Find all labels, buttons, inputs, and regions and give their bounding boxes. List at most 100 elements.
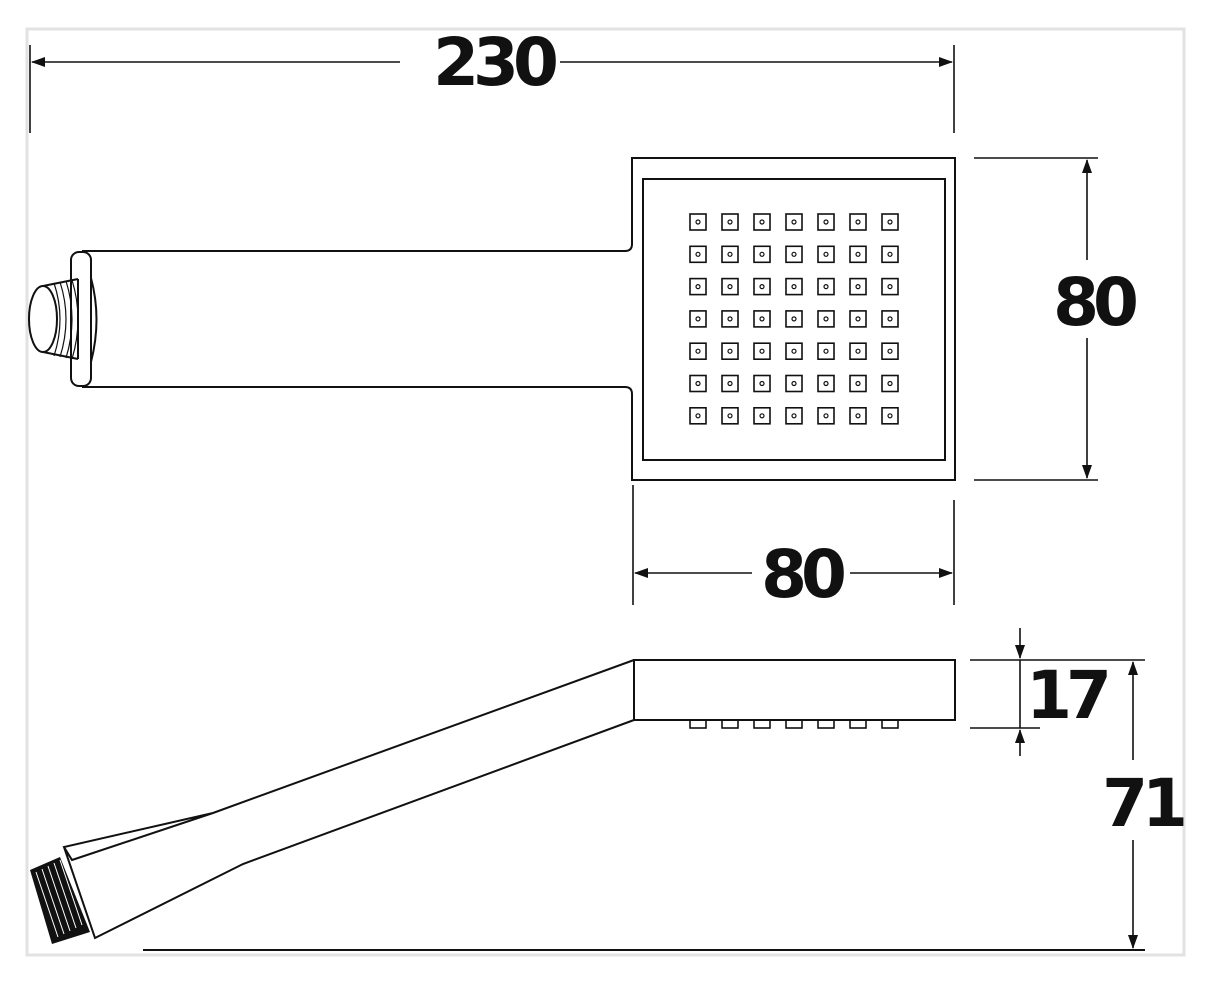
side-nozzle — [721, 719, 739, 729]
nozzle — [689, 310, 707, 328]
nozzle — [817, 374, 835, 393]
nozzle-hole — [759, 316, 765, 322]
nozzle — [753, 374, 771, 393]
top-view — [28, 157, 956, 481]
nozzle — [849, 342, 867, 361]
nozzle — [721, 406, 739, 425]
nozzle — [817, 245, 835, 264]
nozzle — [881, 406, 899, 425]
side-nozzle — [689, 719, 707, 729]
nozzle — [785, 374, 803, 393]
nozzle-hole — [887, 284, 893, 290]
nozzle-hole — [823, 316, 829, 322]
nozzle-hole — [759, 251, 765, 257]
nozzle-hole — [823, 348, 829, 354]
dim-label-total-length: 230 — [433, 24, 556, 101]
nozzle-hole — [855, 380, 861, 387]
nozzle-hole — [759, 380, 765, 387]
nozzle — [785, 245, 803, 264]
thread-connector — [30, 857, 90, 944]
side-nozzle — [817, 719, 835, 729]
nozzle-hole — [727, 348, 733, 354]
nozzle — [753, 342, 771, 361]
nozzle — [785, 342, 803, 361]
dim-label-head-height: 80 — [1053, 264, 1136, 341]
nozzle — [849, 406, 867, 425]
nozzle-hole — [695, 219, 701, 225]
nozzle — [817, 213, 835, 231]
nozzle — [689, 213, 707, 231]
side-nozzle — [881, 719, 899, 729]
handle-outline — [82, 157, 956, 481]
nozzle-hole — [695, 413, 701, 419]
nozzle — [881, 374, 899, 393]
nozzle — [753, 406, 771, 425]
nozzle-grid — [689, 213, 899, 425]
nozzle — [817, 406, 835, 425]
nozzle — [817, 310, 835, 328]
nozzle-hole — [759, 348, 765, 354]
dim-label-head-thickness: 17 — [1026, 657, 1107, 734]
dimension-17: 17 — [970, 628, 1145, 756]
dim-label-head-width: 80 — [761, 536, 844, 613]
nozzle-hole — [887, 380, 893, 387]
side-nozzles — [689, 719, 899, 729]
frame — [25, 27, 1186, 957]
nozzle-hole — [823, 219, 829, 225]
nozzle — [849, 213, 867, 231]
nozzle-hole — [887, 348, 893, 354]
nozzle — [689, 374, 707, 393]
nozzle-hole — [823, 251, 829, 257]
side-nozzle — [753, 719, 771, 729]
nozzle — [881, 277, 899, 296]
nozzle — [753, 213, 771, 231]
nozzle — [721, 245, 739, 264]
nozzle — [849, 374, 867, 393]
nozzle — [817, 342, 835, 361]
nozzle-hole — [759, 219, 765, 225]
nozzle — [881, 342, 899, 361]
dimension-71: 71 — [1102, 661, 1190, 949]
nozzle-hole — [791, 413, 797, 419]
nozzle-hole — [727, 380, 733, 387]
nozzle — [721, 374, 739, 393]
nozzle — [689, 245, 707, 264]
dimension-80-width: 80 — [632, 485, 955, 613]
nozzle-hole — [855, 348, 861, 354]
nozzle — [721, 310, 739, 328]
nozzle — [753, 245, 771, 264]
side-view — [30, 659, 1145, 951]
nozzle — [785, 310, 803, 328]
nozzle-hole — [855, 251, 861, 257]
nozzle-hole — [791, 251, 797, 257]
nozzle — [753, 277, 771, 296]
nozzle — [689, 406, 707, 425]
dim-label-overall-height: 71 — [1102, 765, 1184, 842]
handle-side — [62, 659, 635, 940]
nozzle-hole — [887, 413, 893, 419]
nozzle-hole — [695, 251, 701, 257]
nozzle-hole — [823, 413, 829, 419]
nozzle — [753, 310, 771, 328]
side-nozzle — [785, 719, 803, 729]
nozzle — [689, 277, 707, 296]
nozzle-hole — [727, 251, 733, 257]
dimension-230: 230 — [29, 24, 955, 133]
nozzle — [721, 342, 739, 361]
nozzle-hole — [855, 316, 861, 322]
nozzle — [849, 310, 867, 328]
nozzle-hole — [727, 316, 733, 322]
nozzle — [849, 277, 867, 296]
nozzle-hole — [887, 316, 893, 322]
side-nozzle — [849, 719, 867, 729]
nozzle-hole — [759, 413, 765, 419]
nozzle-hole — [695, 284, 701, 290]
nozzle-hole — [695, 348, 701, 354]
nozzle — [881, 245, 899, 264]
connector — [28, 251, 98, 387]
nozzle-hole — [695, 380, 701, 387]
nozzle-hole — [791, 284, 797, 290]
spray-face — [642, 178, 946, 461]
nozzle — [785, 213, 803, 231]
